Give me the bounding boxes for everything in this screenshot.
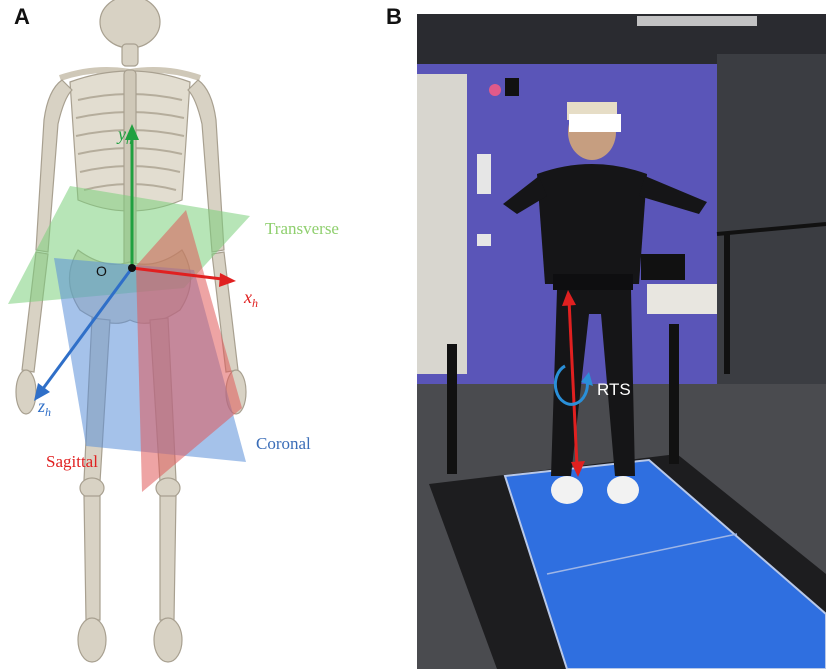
sagittal-label: Sagittal xyxy=(46,452,98,471)
skeleton-planes-diagram: Transverse Coronal Sagittal O yh xh zh xyxy=(0,0,400,669)
x-axis-label: xh xyxy=(243,287,258,310)
origin-label: O xyxy=(96,263,107,279)
face-blur-box xyxy=(569,114,621,132)
transverse-label: Transverse xyxy=(265,219,339,238)
rts-label: RTS xyxy=(597,380,631,399)
z-axis-label: zh xyxy=(37,396,51,419)
coronal-label: Coronal xyxy=(256,434,311,453)
lab-photo: RTS xyxy=(417,14,826,669)
